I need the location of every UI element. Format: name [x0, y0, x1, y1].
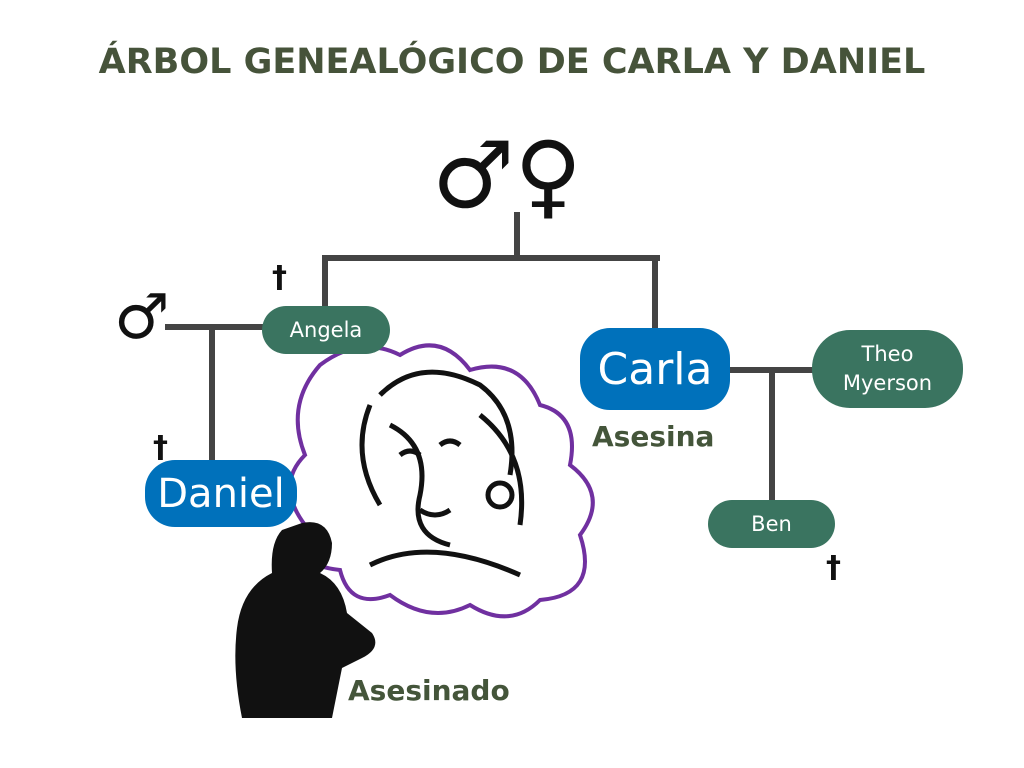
person-ben: Ben — [708, 500, 835, 548]
male-symbol-icon: ♂ — [114, 280, 170, 353]
carla-role-label: Asesina — [592, 420, 715, 453]
page-title: ÁRBOL GENEALÓGICO DE CARLA Y DANIEL — [98, 42, 926, 82]
person-theo-myerson: Theo Myerson — [812, 330, 963, 408]
connector — [652, 255, 658, 331]
man-silhouette-illustration — [235, 522, 376, 718]
person-daniel: Daniel — [145, 460, 297, 527]
person-angela: Angela — [262, 306, 390, 354]
daniel-role-label: Asesinado — [348, 674, 510, 707]
deceased-dagger-icon: † — [826, 550, 841, 585]
couple-symbol-icon: ♂♀ — [432, 122, 582, 229]
deceased-dagger-icon: † — [272, 260, 287, 295]
connector — [322, 255, 328, 310]
connector — [209, 324, 215, 462]
connector — [769, 367, 775, 501]
thought-cloud-illustration — [288, 343, 595, 619]
connector — [165, 324, 265, 330]
person-carla: Carla — [580, 328, 730, 410]
connector — [514, 212, 520, 260]
deceased-dagger-icon: † — [153, 430, 168, 465]
connector — [322, 255, 660, 261]
